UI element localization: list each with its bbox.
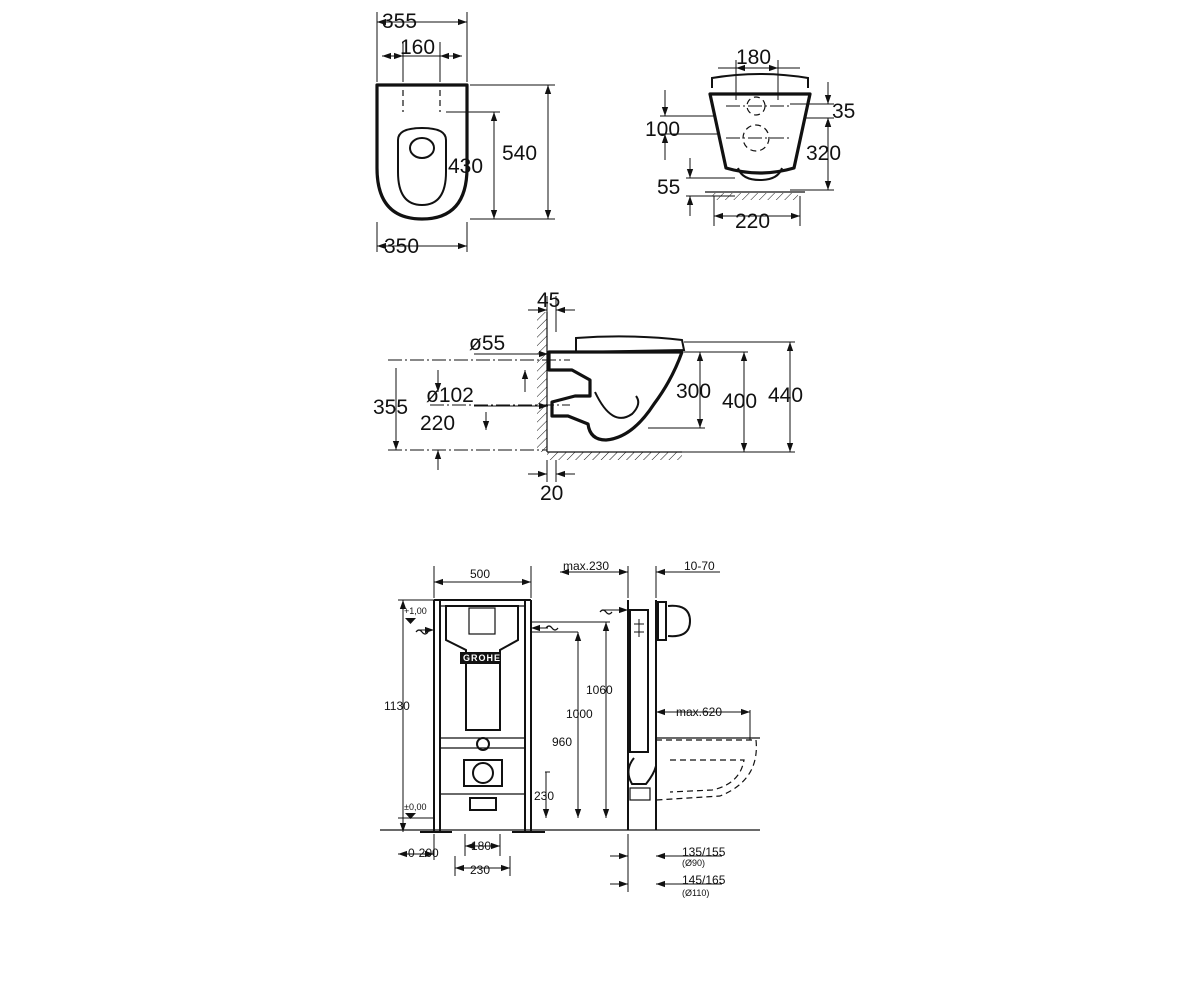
dim-pipe-90: 135/155 — [682, 845, 726, 859]
dim-drain-spacing: 180 — [471, 839, 491, 853]
dim-wall-thickness: 10-70 — [684, 559, 715, 573]
dim-drain-height: 230 — [534, 789, 554, 803]
dim-outlet-diameter: ø102 — [426, 384, 474, 407]
top-view: 355 160 540 430 350 — [375, 10, 555, 258]
dim-inlet-diameter: ø55 — [469, 332, 505, 355]
brand-logo: GROHE — [463, 653, 501, 663]
flush-opening — [468, 607, 496, 635]
dim-top-offset: 35 — [832, 100, 855, 123]
cistern-side — [629, 609, 649, 753]
dim-length: 540 — [502, 142, 537, 165]
wc-outline-dashed — [655, 739, 757, 801]
drain-bend — [469, 797, 497, 811]
dim-pipe-90-diameter: (Ø90) — [682, 858, 705, 868]
dim-total-height: 440 — [768, 384, 803, 407]
dim-height-960: 960 — [552, 735, 572, 749]
seat-lid — [575, 335, 686, 354]
side-bowl-outline — [547, 350, 684, 442]
dim-max-depth: max.230 — [563, 559, 609, 573]
dim-rear-base-width: 220 — [735, 210, 770, 233]
dim-floor-gap: 20 — [540, 482, 563, 505]
dim-frame-height: 1130 — [384, 699, 410, 713]
dim-height-1000: 1000 — [566, 707, 593, 721]
dim-overall-width: 355 — [382, 10, 417, 33]
dim-pipe-110: 145/165 — [682, 873, 726, 887]
level-floor: ±0,00 — [404, 802, 426, 812]
dim-base-width: 350 — [384, 235, 419, 258]
flush-pipe — [476, 737, 490, 751]
dim-bolt-spacing: 230 — [470, 863, 490, 877]
dim-rim-height: 400 — [722, 390, 757, 413]
dim-bottom-offset: 55 — [657, 176, 680, 199]
bowl-outline-top — [375, 83, 469, 221]
level-top: +1,00 — [404, 606, 427, 616]
rear-bowl-outline — [708, 92, 812, 175]
dim-outlet-height: 220 — [420, 412, 455, 435]
rear-seat-top — [711, 73, 809, 88]
dim-wall-gap: 45 — [537, 289, 560, 312]
floor-hatch-rear — [712, 193, 798, 200]
rear-outlet — [737, 167, 783, 182]
flush-plate-button — [667, 604, 692, 638]
seat-opening — [397, 126, 447, 207]
frame-front-view: GROHE 500 +1,00 ±0,00 1130 — [380, 566, 760, 877]
cistern-body — [445, 605, 519, 731]
frame-side-view: max.230 10-70 max.620 135/155 (Ø90) 145/… — [560, 559, 760, 898]
rim-outlet — [409, 137, 435, 159]
drain-connector — [629, 787, 651, 801]
flush-plate-side — [657, 601, 667, 641]
dim-hole-spacing: 100 — [645, 118, 680, 141]
dim-adjust-range: 0-200 — [408, 846, 439, 860]
trap-curve — [594, 391, 640, 419]
dim-rear-height: 320 — [806, 142, 841, 165]
floor-hatch-side — [547, 452, 682, 460]
side-view: 45 ø55 ø102 355 220 20 300 400 440 — [373, 289, 803, 505]
drain-elbow — [627, 757, 657, 785]
dim-height-1060: 1060 — [586, 683, 613, 697]
dim-seat-height: 300 — [676, 380, 711, 403]
dim-seat-length: 430 — [448, 155, 483, 178]
drain-box — [463, 759, 503, 787]
drain-hole — [472, 762, 494, 784]
wall-hatch — [537, 312, 547, 452]
dim-max-projection: max.620 — [676, 705, 722, 719]
dim-frame-width: 500 — [470, 567, 490, 581]
dim-inlet-height: 355 — [373, 396, 408, 419]
dim-fixing-spacing: 160 — [400, 36, 435, 59]
rear-view: 180 100 55 35 320 220 — [645, 46, 855, 233]
dim-pipe-110-diameter: (Ø110) — [682, 888, 709, 898]
dim-top-width: 180 — [736, 46, 771, 69]
logo-plate — [460, 652, 500, 664]
